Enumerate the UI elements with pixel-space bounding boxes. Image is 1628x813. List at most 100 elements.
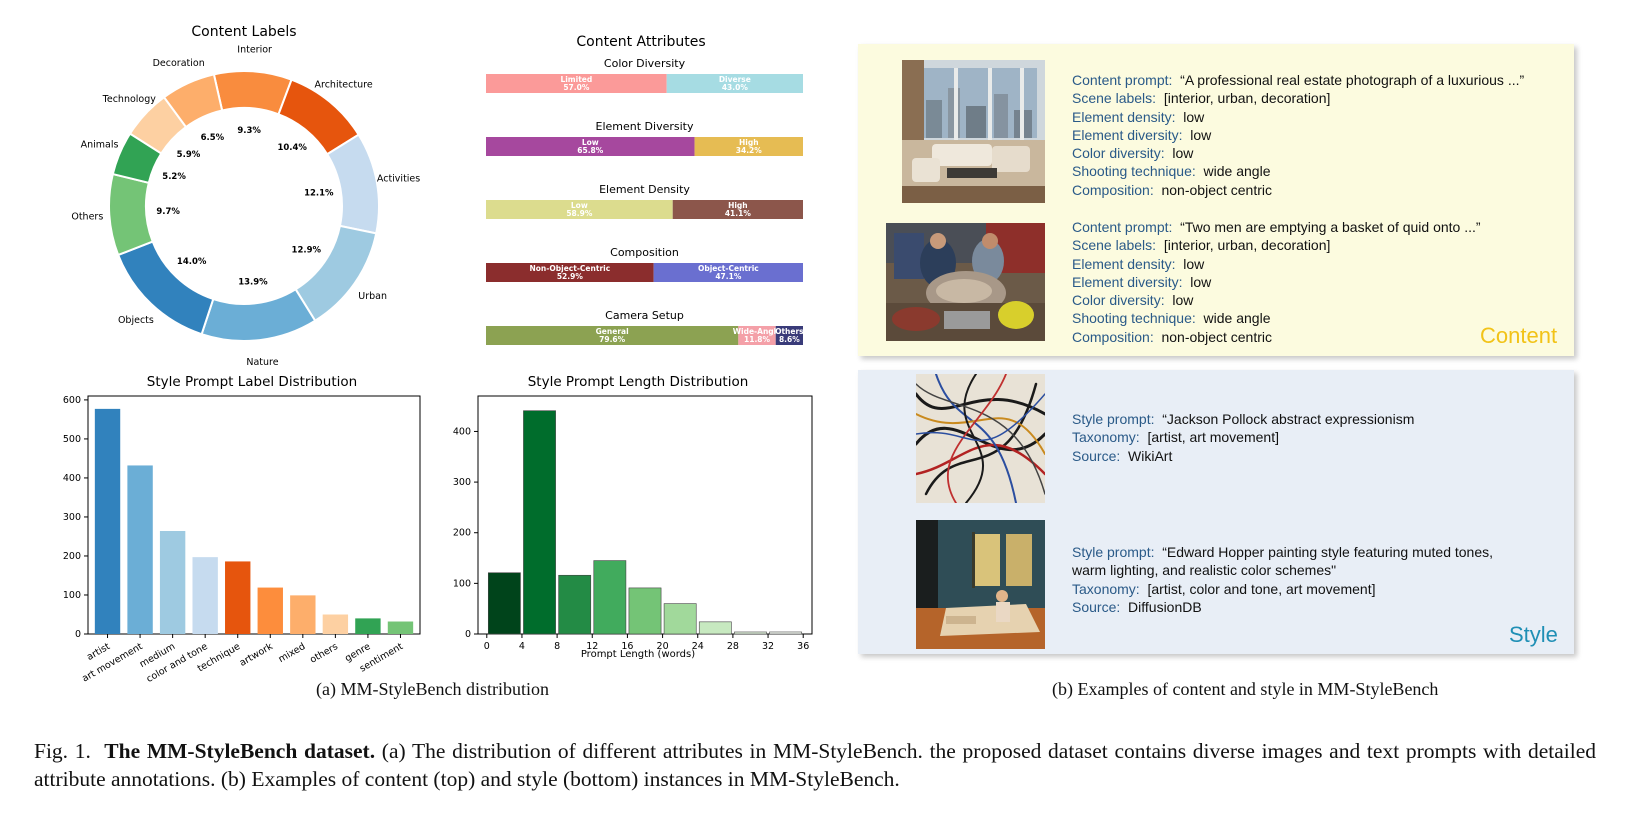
example-field-key: Source: [1072,447,1121,464]
content-image-fish-market [886,223,1045,341]
donut-category-label: Decoration [153,58,205,69]
example-field-row: Composition: non-object centric [1072,181,1524,199]
length-bar-xtick-label: 28 [727,641,739,652]
example-field-key: Shooting technique: [1072,310,1196,327]
label-bar-color-and-tone [192,557,218,634]
example-field-value: “Edward Hopper painting style featuring … [1162,544,1494,560]
attribute-segment-wide-angle [738,326,776,345]
example-field-row: Content prompt: “Two men are emptying a … [1072,218,1481,236]
example-field-row: warm lighting, and realistic color schem… [1072,561,1493,579]
attribute-segment-value: 11.8% [744,335,771,344]
length-bar-bin [698,621,732,635]
attribute-segment-object-centric [653,263,803,282]
donut-percent-label: 9.3% [237,126,261,136]
content-example-1-text: Content prompt: “A professional real est… [1072,71,1524,199]
donut-category-label: Urban [358,291,387,302]
label-bar-others [322,614,349,634]
figure-caption: Fig. 1. The MM-StyleBench dataset. (a) T… [34,737,1596,793]
example-field-key: Color diversity: [1072,292,1165,309]
label-bar-title: Style Prompt Label Distribution [147,374,357,390]
attribute-segment-label: Wide-Angle [733,327,782,336]
attribute-segment-high [694,137,803,156]
example-field-value: [artist, art movement] [1147,429,1279,446]
attribute-group-title: Element Density [599,183,690,196]
donut-category-label: Technology [102,94,157,105]
length-bar-bin [523,410,556,635]
length-bar-xtick-label: 8 [554,641,560,652]
donut-slice-others [108,172,154,257]
label-bar-ytick-label: 400 [63,473,81,484]
donut-category-label: Animals [81,139,119,150]
content-attributes-chart: Content Attributes Color DiversityLimite… [486,34,804,345]
example-field-row: Taxonomy: [artist, art movement] [1072,428,1414,446]
label-bar-xtick-label: others [308,641,340,666]
attribute-group-title: Composition [610,246,679,259]
example-field-key: Composition: [1072,328,1154,345]
length-bar-xtick-label: 12 [586,641,598,652]
distribution-figure: Content Labels Interior9.3%Architecture1… [63,24,813,685]
example-field-row: Color diversity: low [1072,291,1481,309]
example-field-key: Content prompt: [1072,72,1173,88]
attribute-segment-value: 52.9% [557,272,584,281]
label-bar-ytick-label: 100 [63,590,81,601]
example-field-value: [artist, color and tone, art movement] [1147,580,1376,597]
length-bar-xtick-label: 20 [657,641,669,652]
example-field-key: Content prompt: [1072,219,1173,235]
donut-category-label: Activities [377,173,420,184]
style-image-pollock [916,374,1045,503]
length-bar-xtick-label: 36 [797,641,809,652]
attribute-segment-value: 8.6% [779,335,800,344]
length-bar-bin [558,574,592,635]
example-field-key: Shooting technique: [1072,163,1196,180]
length-bar-ytick-label: 0 [465,629,471,640]
example-field-value: low [1183,108,1205,125]
attribute-segment-label: General [596,327,629,336]
donut-percent-label: 5.9% [177,150,201,160]
length-bar-xtick-label: 24 [692,641,704,652]
label-bar-artist [94,408,121,634]
style-example-1-text: Style prompt: “Jackson Pollock abstract … [1072,410,1414,465]
example-field-row: Style prompt: “Jackson Pollock abstract … [1072,410,1414,428]
style-example-2-text: Style prompt: “Edward Hopper painting st… [1072,543,1493,616]
subcaption-b: (b) Examples of content and style in MM-… [1052,679,1439,699]
example-field-row: Content prompt: “A professional real est… [1072,71,1524,89]
label-bar-ytick-label: 600 [63,395,81,406]
example-field-row: Shooting technique: wide angle [1072,162,1524,180]
length-bar-bin [663,603,697,635]
label-bar-medium [159,530,186,634]
length-xlabel: Prompt Length (words) [581,649,695,660]
attribute-segment-value: 41.1% [725,209,752,218]
example-field-row: Shooting technique: wide angle [1072,309,1481,327]
content-example-2-text: Content prompt: “Two men are emptying a … [1072,218,1481,346]
example-field-value: non-object centric [1161,328,1272,345]
label-bar-ytick-label: 300 [63,512,81,523]
donut-slice-urban [294,224,378,323]
donut-percent-label: 5.2% [162,172,186,182]
content-image-living-room [902,60,1045,203]
example-field-value: low [1183,255,1205,272]
example-field-key: Color diversity: [1072,145,1165,162]
example-field-row: Element density: low [1072,255,1481,273]
example-field-value: [interior, urban, decoration] [1163,90,1331,107]
attribute-segment-label: Diverse [719,75,751,84]
example-field-key: Source: [1072,598,1121,615]
example-field-value: [interior, urban, decoration] [1163,237,1331,254]
attribute-group-title: Color Diversity [604,57,686,70]
donut-category-label: Objects [118,315,154,326]
label-bar-artwork [257,587,283,634]
example-field-row: Composition: non-object centric [1072,328,1481,346]
example-field-value: low [1172,145,1194,162]
attribute-segment-high [672,200,803,219]
length-bar-xtick-label: 16 [621,641,633,652]
length-bar-bin [769,631,803,635]
example-field-row: Taxonomy: [artist, color and tone, art m… [1072,580,1493,598]
example-field-key: Composition: [1072,181,1154,198]
example-field-row: Scene labels: [interior, urban, decorati… [1072,89,1524,107]
attribute-segment-value: 57.0% [563,83,590,92]
example-field-row: Source: WikiArt [1072,447,1414,465]
label-bar-xtick-label: mixed [277,641,308,665]
donut-percent-label: 9.7% [156,207,180,217]
figure-title: The MM-StyleBench dataset. [104,739,376,763]
attribute-segment-value: 79.6% [599,335,626,344]
style-length-histogram: Style Prompt Length Distribution Prompt … [453,374,813,660]
